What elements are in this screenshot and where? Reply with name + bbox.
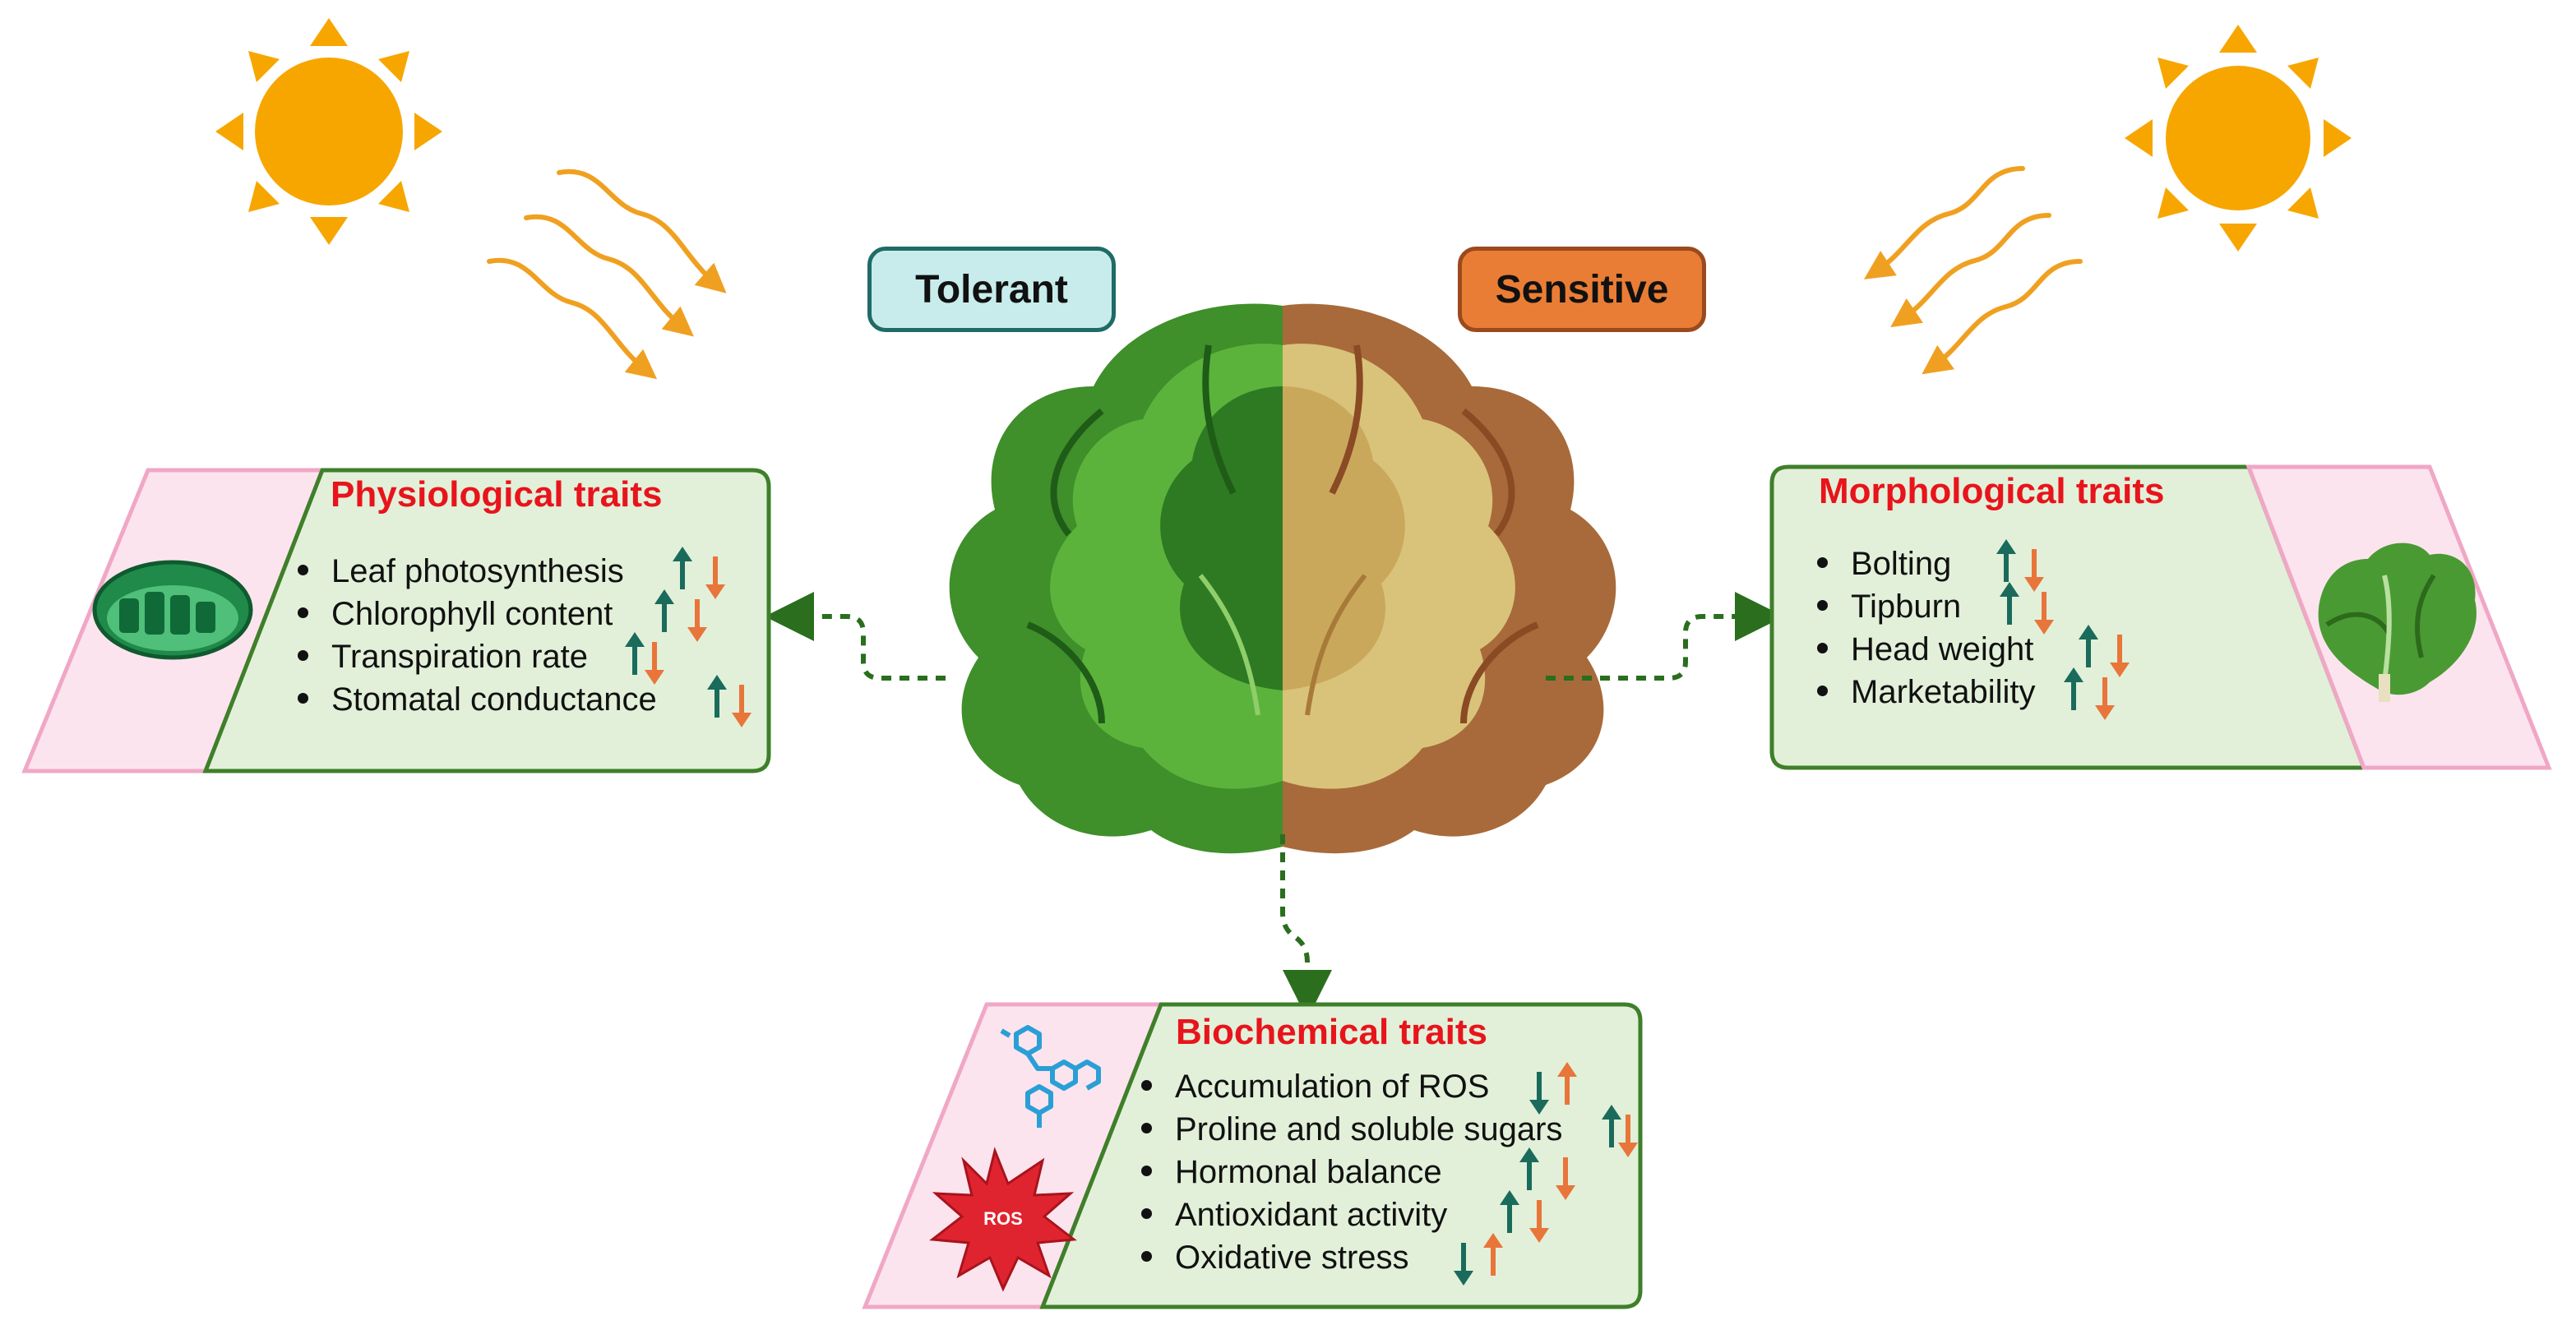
sensitive-trend-down-icon (2024, 549, 2044, 592)
tolerant-trend-up-icon (707, 675, 727, 718)
tolerant-trend-up-icon (1500, 1190, 1519, 1233)
sensitive-trend-down-icon (687, 599, 707, 642)
physiological-title: Physiological traits (331, 474, 663, 515)
tolerant-trend-up-icon (1996, 539, 2016, 582)
tolerant-trend-up-icon (2079, 625, 2098, 667)
sensitive-label-text: Sensitive (1495, 267, 1669, 312)
sun-icon-right (2125, 25, 2352, 252)
morphological-item: Marketability (1817, 676, 2036, 709)
tolerant-half (949, 303, 1283, 854)
biochemical-item-label: Antioxidant activity (1175, 1197, 1448, 1233)
tolerant-trend-up-icon (654, 589, 674, 632)
tolerant-trend-down-icon (1454, 1243, 1473, 1286)
morphological-item: Head weight (1817, 633, 2033, 666)
physiological-item: Chlorophyll content (298, 598, 613, 630)
tolerant-trend-up-icon (625, 632, 645, 675)
chloroplast-icon (92, 560, 253, 660)
sensitive-trend-down-icon (2095, 677, 2115, 720)
sensitive-trend-down-icon (645, 642, 664, 685)
trend-arrows (625, 539, 2130, 1286)
sensitive-trend-down-icon (1529, 1200, 1549, 1243)
sensitive-half (1283, 303, 1616, 854)
sensitive-trend-down-icon (732, 685, 752, 727)
morphological-item: Bolting (1817, 547, 1951, 580)
tolerant-trend-up-icon (2064, 667, 2083, 710)
biochemical-item-label: Hormonal balance (1175, 1154, 1442, 1190)
physiological-item: Leaf photosynthesis (298, 555, 624, 588)
sensitive-label: Sensitive (1458, 247, 1706, 332)
sun-icon-left (215, 18, 442, 245)
sensitive-trend-up-icon (1483, 1233, 1503, 1276)
ros-burst-icon: ROS (929, 1147, 1077, 1292)
sensitive-trend-down-icon (2034, 592, 2054, 635)
physiological-item-label: Stomatal conductance (331, 681, 657, 718)
sensitive-trend-down-icon (2110, 635, 2130, 677)
biochemical-panel (1039, 1002, 1643, 1309)
connector-morphological (1546, 592, 1784, 681)
biochemical-title: Biochemical traits (1176, 1012, 1488, 1052)
tolerant-trend-up-icon (2000, 582, 2019, 625)
morphological-item: Tipburn (1817, 590, 1961, 623)
biochemical-item-label: Accumulation of ROS (1175, 1069, 1490, 1105)
heat-wave-icon-left (487, 169, 727, 380)
heat-wave-icon-right (1863, 166, 2083, 375)
morphological-item-label: Head weight (1851, 631, 2034, 667)
tolerant-label: Tolerant (867, 247, 1116, 332)
connector-biochemical (1280, 834, 1332, 1019)
physiological-item-label: Transpiration rate (331, 639, 588, 675)
tolerant-trend-up-icon (1519, 1147, 1539, 1190)
biochemical-item: Oxidative stress (1141, 1241, 1409, 1274)
tolerant-label-text: Tolerant (915, 267, 1068, 312)
morphological-title: Morphological traits (1819, 471, 2165, 511)
sensitive-trend-down-icon (1618, 1115, 1638, 1157)
biochemical-item: Accumulation of ROS (1141, 1070, 1489, 1103)
tolerant-trend-up-icon (1602, 1105, 1621, 1147)
lettuce-head-icon (949, 303, 1616, 854)
morphological-panel (1769, 464, 2367, 770)
sensitive-trend-down-icon (705, 556, 725, 599)
sensitive-trend-up-icon (1557, 1062, 1577, 1105)
sensitive-trend-down-icon (1556, 1157, 1575, 1200)
ros-burst-label: ROS (983, 1208, 1023, 1229)
physiological-item-label: Chlorophyll content (331, 596, 613, 632)
physiological-item-label: Leaf photosynthesis (331, 553, 624, 589)
physiological-panel (202, 468, 771, 773)
biochemical-item: Hormonal balance (1141, 1156, 1442, 1189)
morphological-item-label: Bolting (1851, 546, 1952, 582)
biochemical-item: Proline and soluble sugars (1141, 1113, 1562, 1146)
morphological-item-label: Marketability (1851, 674, 2036, 710)
lettuce-icon (2318, 542, 2477, 702)
molecule-icon (1000, 1025, 1101, 1128)
tolerant-trend-up-icon (673, 547, 692, 589)
biochemical-item: Antioxidant activity (1141, 1198, 1447, 1231)
biochemical-item-label: Proline and soluble sugars (1175, 1111, 1563, 1147)
physiological-item: Stomatal conductance (298, 683, 657, 716)
connector-physiological (765, 592, 946, 681)
physiological-item: Transpiration rate (298, 640, 588, 673)
morphological-item-label: Tipburn (1851, 589, 1962, 625)
biochemical-item-label: Oxidative stress (1175, 1240, 1409, 1276)
tolerant-trend-down-icon (1529, 1072, 1549, 1115)
